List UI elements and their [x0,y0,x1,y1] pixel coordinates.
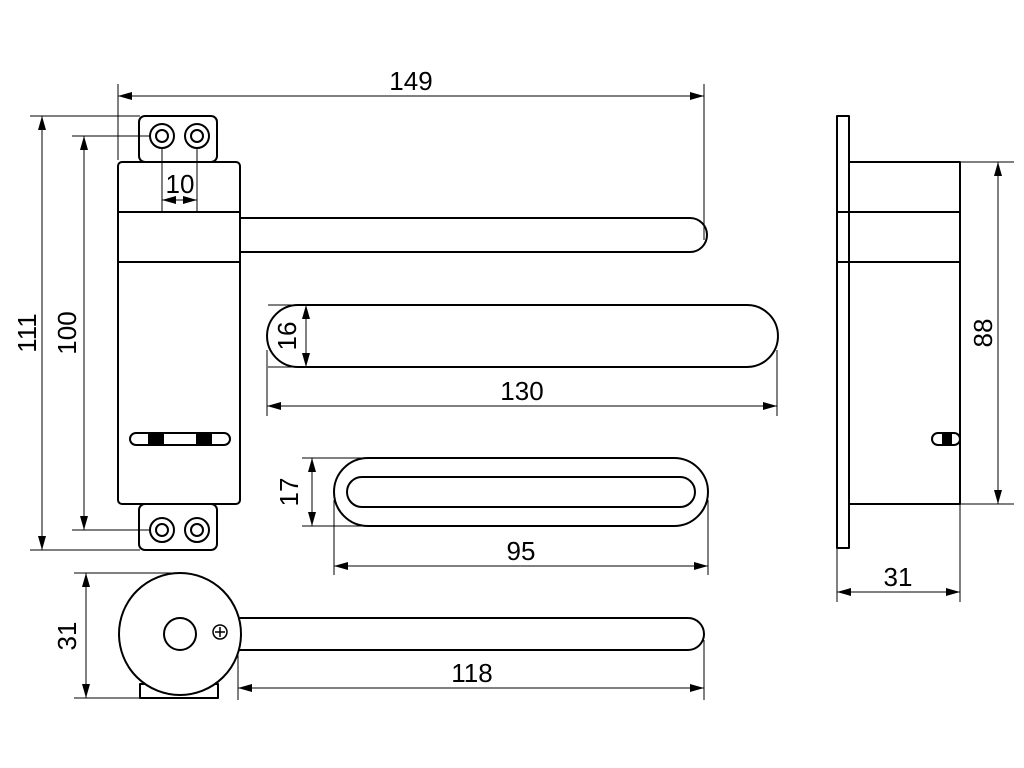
bottom-screw-holes [149,517,210,543]
dim-label-hole-spacing: 10 [166,169,195,199]
dimension-arm-length: 130 [266,350,778,416]
dim-label-body-height: 100 [52,311,82,354]
side-view [836,115,961,549]
top-view [118,572,705,699]
dimension-top-depth: 31 [52,572,182,699]
side-body [848,161,961,505]
slot-profile [333,457,709,527]
dim-label-slot-length: 95 [507,536,536,566]
top-pivot-hole [163,617,197,651]
dimension-body-height: 100 [52,135,150,531]
dim-label-slot-width: 17 [274,478,304,507]
top-arm [235,617,705,651]
adjustment-slot [129,432,231,446]
main-body [117,161,241,505]
dim-label-total-length: 149 [389,66,432,96]
dimension-slot-length: 95 [333,500,709,575]
arm-profile [266,304,779,368]
dimension-side-height: 88 [960,161,1014,505]
dimension-top-arm-length: 118 [237,640,705,700]
dim-label-arm-width: 16 [272,322,302,351]
dim-label-total-height: 111 [12,313,42,353]
side-mounting-plate [836,115,850,549]
dimension-total-length: 149 [117,66,705,240]
dim-label-side-height: 88 [968,319,998,348]
dim-label-arm-length: 130 [500,376,543,406]
arm-view [266,304,779,368]
dimension-total-height: 111 [12,115,140,551]
dim-label-top-arm-length: 118 [451,658,492,688]
dimension-side-depth: 31 [836,504,961,602]
dim-label-side-depth: 31 [884,562,913,592]
front-arm [239,217,708,253]
dim-label-top-depth: 31 [52,622,82,651]
slot-inner [346,476,696,508]
dimension-slot-width: 17 [274,457,370,527]
slot-view [333,457,709,527]
dimension-arm-width: 16 [268,304,340,368]
dimension-hole-spacing: 10 [161,148,198,212]
front-view [117,115,708,551]
